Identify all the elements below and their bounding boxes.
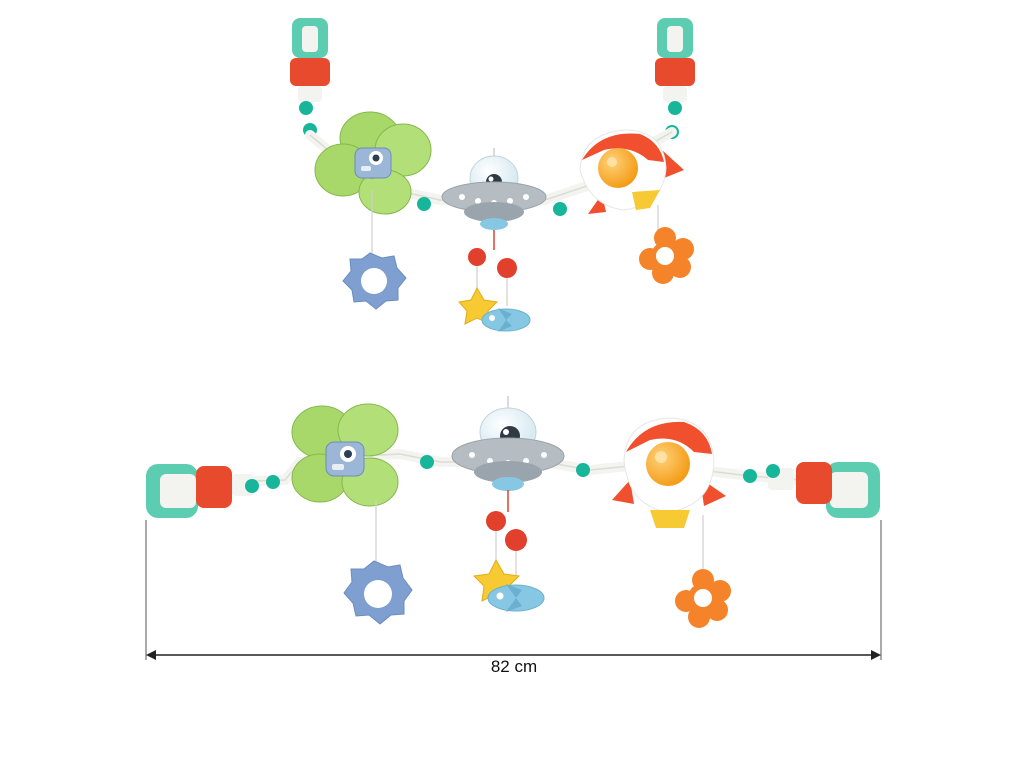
flat-view — [146, 396, 880, 628]
ufo-toy — [451, 396, 565, 491]
rocket-toy — [612, 417, 726, 528]
blue-airplane — [481, 308, 531, 332]
red-ball — [468, 248, 486, 266]
flower-teether — [291, 403, 399, 507]
right-stroller-clip — [743, 462, 880, 518]
arched-view — [290, 18, 695, 332]
bead — [576, 463, 590, 477]
orange-teething-ring — [675, 569, 731, 628]
red-ball — [497, 258, 517, 278]
orange-teething-ring — [639, 227, 694, 284]
blue-airplane — [487, 584, 545, 612]
left-stroller-clip — [146, 464, 280, 518]
width-measurement-label: 82 cm — [490, 657, 538, 676]
ufo-toy — [441, 148, 547, 230]
rocket-toy — [579, 129, 684, 214]
red-ball — [505, 529, 527, 551]
left-stroller-clip — [290, 18, 330, 137]
bead — [417, 197, 431, 211]
bead — [420, 455, 434, 469]
red-ball — [486, 511, 506, 531]
flower-teether — [314, 111, 432, 215]
right-stroller-clip — [655, 18, 695, 139]
width-measurement — [145, 520, 882, 660]
bead — [553, 202, 567, 216]
